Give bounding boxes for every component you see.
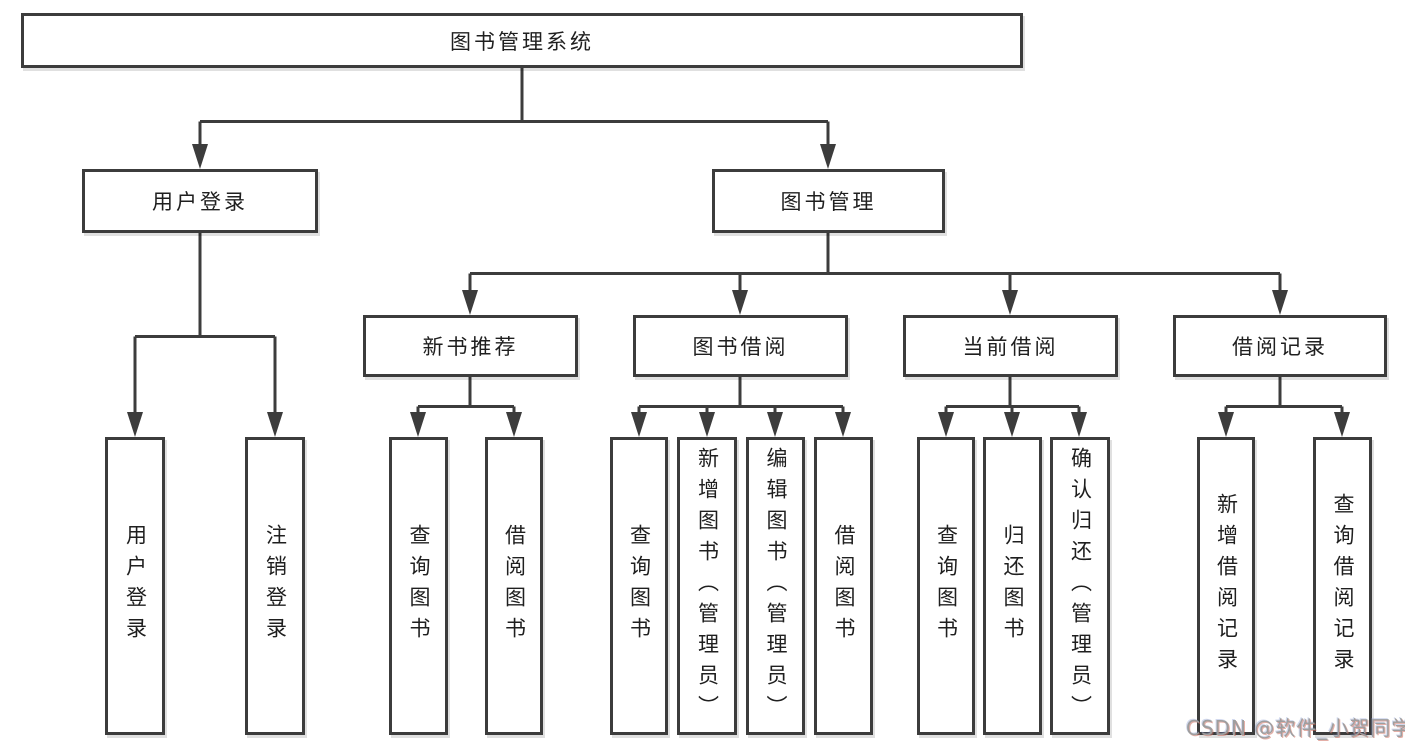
node-current-borrow: 当前借阅 — [903, 315, 1118, 377]
node-book-borrow: 图书借阅 — [633, 315, 848, 377]
arrowhead-icons — [127, 144, 1350, 437]
node-library-system: 图书管理系统 — [21, 13, 1023, 68]
node-new-book-recommend: 新书推荐 — [363, 315, 578, 377]
leaf-query-borrow-record: 查询借阅记录 — [1313, 437, 1372, 735]
leaf-confirm-return-admin: 确认归还（管理员） — [1050, 437, 1110, 735]
connector-user-login — [133, 233, 277, 414]
connector-book-management — [468, 233, 1282, 292]
connector-current-borrow — [944, 377, 1081, 414]
connector-borrow-records — [1224, 377, 1344, 414]
connector-book-borrow — [637, 377, 845, 414]
connector-new-book-recommend — [416, 377, 516, 414]
node-borrow-records: 借阅记录 — [1173, 315, 1387, 377]
leaf-query-books-borrow: 查询图书 — [610, 437, 668, 735]
leaf-user-login: 用户登录 — [105, 437, 165, 735]
node-user-login: 用户登录 — [82, 169, 318, 233]
leaf-query-books-current: 查询图书 — [917, 437, 975, 735]
node-book-management: 图书管理 — [712, 169, 945, 233]
leaf-query-books-recommend: 查询图书 — [389, 437, 448, 735]
leaf-add-books-admin: 新增图书（管理员） — [677, 437, 737, 735]
leaf-borrow-books: 借阅图书 — [814, 437, 873, 735]
connector-root — [198, 68, 830, 146]
leaf-add-borrow-record: 新增借阅记录 — [1197, 437, 1255, 735]
leaf-borrow-books-recommend: 借阅图书 — [485, 437, 543, 735]
leaf-return-books: 归还图书 — [983, 437, 1042, 735]
leaf-edit-books-admin: 编辑图书（管理员） — [746, 437, 805, 735]
csdn-watermark: CSDN @软件_小贺同学 — [1186, 716, 1405, 740]
leaf-logout: 注销登录 — [245, 437, 305, 735]
